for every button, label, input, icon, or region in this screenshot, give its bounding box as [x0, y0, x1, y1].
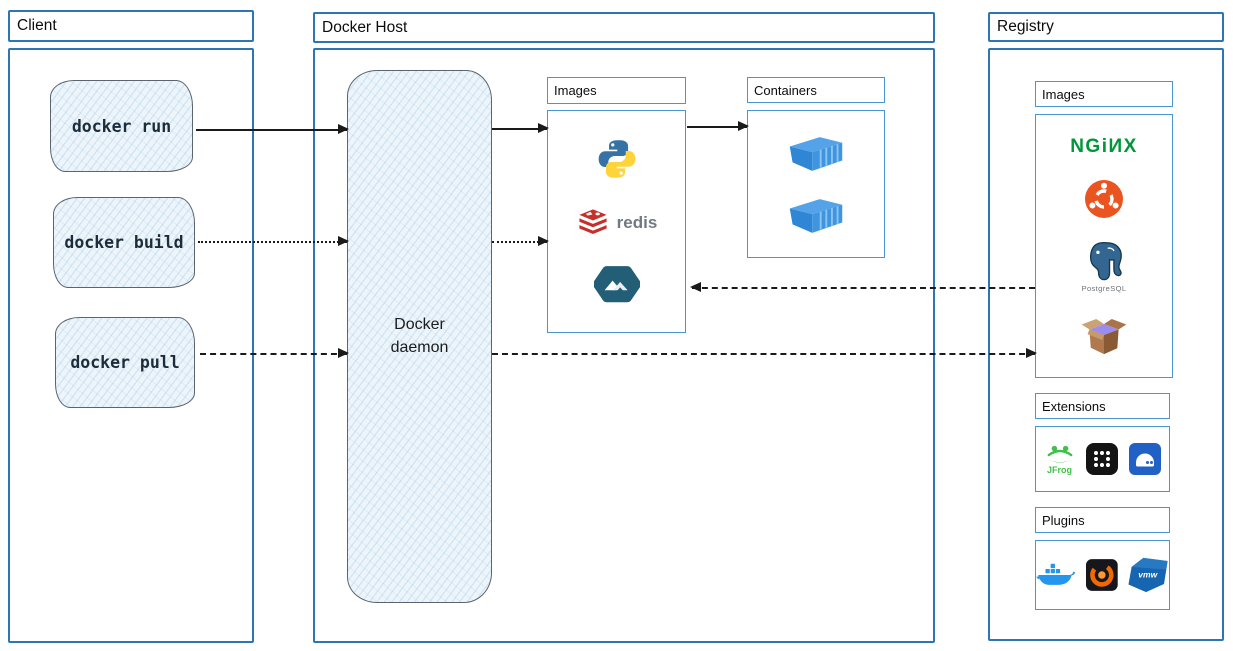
postgresql-label: PostgreSQL: [1081, 283, 1127, 293]
ubuntu-icon: [1085, 180, 1123, 219]
arrow-docker-pull-to-daemon: [200, 348, 349, 358]
docker-run-label: docker run: [71, 116, 172, 136]
arrowhead-icon: [338, 236, 349, 246]
redis-label: redis: [616, 212, 658, 232]
jfrog-logo-group: JFrog: [1044, 443, 1076, 475]
registry-images-panel-title: Images: [1035, 81, 1173, 107]
python-icon: [598, 140, 635, 179]
jfrog-icon: [1047, 445, 1072, 463]
docker-whale-icon: [1036, 563, 1076, 585]
arrow-line: [687, 126, 747, 128]
arrow-line: [492, 353, 1035, 355]
vmware-icon: vmw: [1128, 557, 1168, 593]
extensions-panel-body: JFrog: [1035, 426, 1170, 492]
arrow-daemon-to-host-images-dotted: [492, 236, 549, 246]
arrowhead-icon: [538, 236, 549, 246]
arrow-line: [692, 287, 1035, 289]
disk-drive-icon: [1128, 443, 1161, 475]
docker-pull-command-box: docker pull: [55, 317, 195, 408]
nginx-logo: NGiИX: [1070, 136, 1138, 158]
arrow-host-images-to-containers: [687, 121, 749, 131]
containers-panel-title: Containers: [747, 77, 885, 103]
arrowhead-icon: [738, 121, 749, 131]
vmware-label: vmw: [1139, 570, 1159, 580]
host-images-panel-body: redis: [547, 110, 686, 333]
grafana-icon: [1085, 559, 1118, 591]
apps-grid-icon: [1085, 443, 1118, 475]
extensions-panel-title: Extensions: [1035, 393, 1170, 419]
arrow-line: [492, 241, 547, 243]
arrow-line: [196, 129, 347, 131]
container-icon: [789, 199, 843, 234]
arrow-line: [200, 353, 347, 355]
docker-host-title-label: Docker Host: [322, 18, 408, 36]
plugins-panel-body: vmw: [1035, 540, 1170, 610]
plugins-title-label: Plugins: [1042, 512, 1085, 528]
docker-build-command-box: docker build: [53, 197, 195, 288]
arrowhead-icon: [338, 124, 349, 134]
package-box-icon: [1081, 318, 1127, 354]
plugins-panel-title: Plugins: [1035, 507, 1170, 533]
arrow-line: [492, 128, 547, 130]
docker-daemon-box: Docker daemon: [347, 70, 492, 603]
postgresql-icon: [1089, 241, 1122, 280]
registry-images-panel-body: NGiИX PostgreSQL: [1035, 114, 1173, 378]
docker-pull-label: docker pull: [70, 353, 180, 372]
containers-panel-body: [747, 110, 885, 258]
arrowhead-icon: [538, 123, 549, 133]
redis-logo-row: redis: [576, 208, 658, 238]
host-images-panel-title: Images: [547, 77, 686, 104]
redis-icon: [579, 208, 607, 234]
postgresql-logo-group: PostgreSQL: [1082, 241, 1127, 293]
arrowhead-icon: [690, 282, 701, 292]
docker-host-section-title: Docker Host: [313, 12, 935, 43]
registry-images-title-label: Images: [1042, 86, 1085, 102]
arrow-docker-run-to-daemon: [196, 124, 349, 134]
extensions-title-label: Extensions: [1042, 398, 1106, 414]
arrow-daemon-to-registry-images: [492, 348, 1037, 358]
arrowhead-icon: [338, 348, 349, 358]
alpine-hexagon-icon: [593, 265, 640, 303]
client-section-title: Client: [8, 10, 254, 42]
arrow-docker-build-to-daemon: [198, 236, 349, 246]
arrow-line: [198, 241, 347, 243]
jfrog-label: JFrog: [1046, 465, 1072, 475]
arrow-registry-images-to-host-images: [690, 282, 1035, 292]
container-icon: [789, 136, 843, 171]
registry-section-title: Registry: [988, 12, 1224, 42]
client-title-label: Client: [17, 17, 57, 34]
registry-title-label: Registry: [997, 18, 1054, 35]
docker-daemon-label: Docker daemon: [390, 316, 449, 356]
arrow-daemon-to-host-images-solid: [492, 123, 549, 133]
host-images-title-label: Images: [554, 83, 597, 98]
docker-build-label: docker build: [64, 233, 184, 252]
containers-title-label: Containers: [754, 82, 817, 98]
arrowhead-icon: [1026, 348, 1037, 358]
docker-run-command-box: docker run: [50, 80, 193, 172]
